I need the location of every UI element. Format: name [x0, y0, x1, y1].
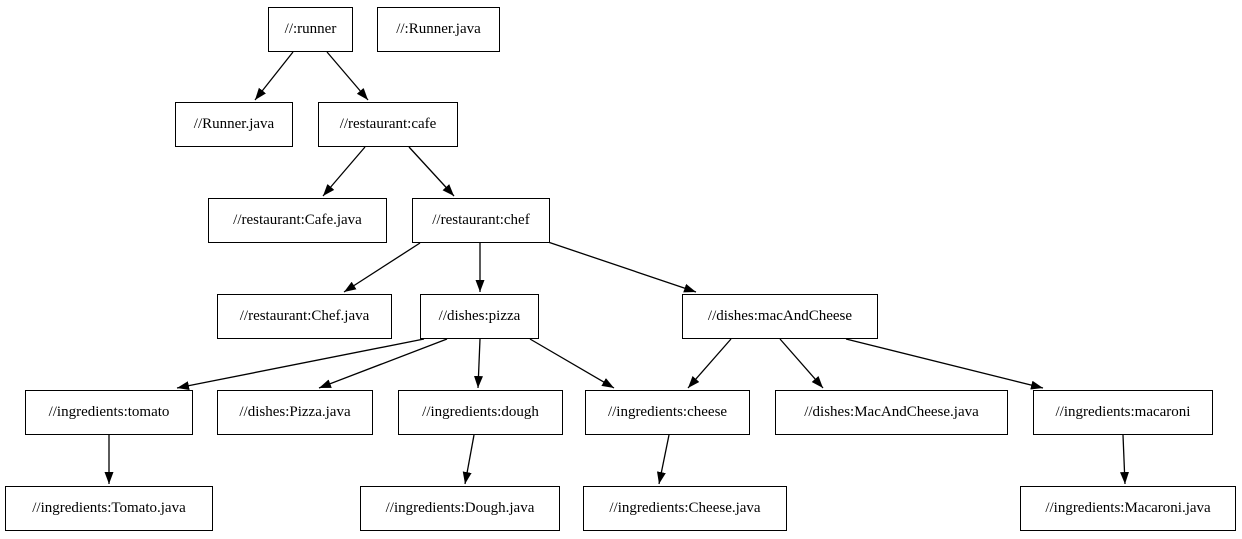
- graph-node-chef-java: //restaurant:Chef.java: [217, 294, 392, 339]
- graph-node-tomato: //ingredients:tomato: [25, 390, 193, 435]
- graph-node-pizza: //dishes:pizza: [420, 294, 539, 339]
- graph-node-cheese-java: //ingredients:Cheese.java: [583, 486, 787, 531]
- edge-mac-and-cheese-to-mac-and-cheese-java: [779, 338, 824, 389]
- edge-mac-and-cheese-to-cheese: [687, 338, 732, 389]
- edge-dough-to-dough-java: [462, 434, 475, 485]
- graph-node-runner-java: //Runner.java: [175, 102, 293, 147]
- edge-runner-to-runner-java: [254, 51, 294, 101]
- graph-node-dough: //ingredients:dough: [398, 390, 563, 435]
- graph-node-runner: //:runner: [268, 7, 353, 52]
- edge-cafe-to-cafe-java: [322, 146, 366, 197]
- edge-pizza-to-cheese: [529, 338, 615, 389]
- graph-node-cheese: //ingredients:cheese: [585, 390, 750, 435]
- edge-macaroni-to-macaroni-java: [1120, 434, 1130, 485]
- graph-node-mac-and-cheese-java: //dishes:MacAndCheese.java: [775, 390, 1008, 435]
- edge-pizza-to-tomato: [176, 338, 425, 391]
- graph-node-macaroni-java: //ingredients:Macaroni.java: [1020, 486, 1236, 531]
- edge-cafe-to-chef: [408, 146, 455, 197]
- edge-runner-to-cafe: [326, 51, 369, 101]
- edge-chef-to-chef-java: [343, 242, 421, 293]
- graph-node-runner-java-target: //:Runner.java: [377, 7, 500, 52]
- graph-node-chef: //restaurant:chef: [412, 198, 550, 243]
- graph-node-pizza-java: //dishes:Pizza.java: [217, 390, 373, 435]
- graph-node-cafe-java: //restaurant:Cafe.java: [208, 198, 387, 243]
- graph-node-macaroni: //ingredients:macaroni: [1033, 390, 1213, 435]
- edge-pizza-to-dough: [473, 338, 483, 389]
- edge-chef-to-mac-and-cheese: [547, 241, 697, 293]
- edge-pizza-to-pizza-java: [318, 338, 448, 389]
- graph-node-cafe: //restaurant:cafe: [318, 102, 458, 147]
- edge-cheese-to-cheese-java: [656, 434, 670, 485]
- edge-mac-and-cheese-to-macaroni: [845, 338, 1044, 390]
- graph-node-mac-and-cheese: //dishes:macAndCheese: [682, 294, 878, 339]
- graph-node-dough-java: //ingredients:Dough.java: [360, 486, 560, 531]
- graph-node-tomato-java: //ingredients:Tomato.java: [5, 486, 213, 531]
